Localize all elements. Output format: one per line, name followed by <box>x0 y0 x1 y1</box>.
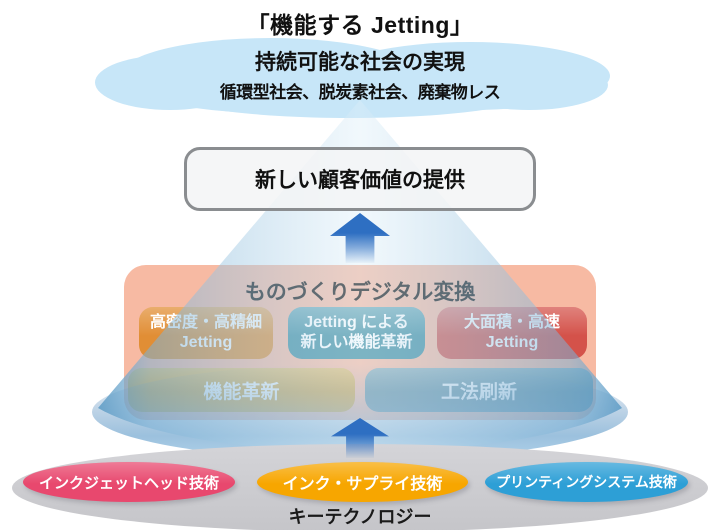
capability-line: 大面積・高速 <box>463 314 560 331</box>
capability-line: 高密度・高精細 <box>149 314 262 331</box>
tech-label: インクジェットヘッド技術 <box>38 474 219 492</box>
cloud-subheading: 循環型社会、脱炭素社会、廃棄物レス <box>219 83 501 102</box>
customer-value-box: 新しい顧客価値の提供 <box>184 147 536 211</box>
diagram-title: 「機能する Jetting」 <box>246 12 474 38</box>
sustainability-cloud: 持続可能な社会の実現 循環型社会、脱炭素社会、廃棄物レス <box>0 0 720 140</box>
digital-transform-panel: ものづくりデジタル変換 高密度・高精細 Jetting Jetting による … <box>124 265 596 420</box>
up-arrow-top-icon <box>330 213 390 263</box>
key-technology-label: キーテクノロジー <box>288 507 432 527</box>
tech-label: インク・サプライ技術 <box>282 476 443 493</box>
digital-transform-title: ものづくりデジタル変換 <box>244 281 476 304</box>
capability-line: 新しい機能革新 <box>300 334 413 351</box>
tech-label: プリンティングシステム技術 <box>496 474 677 490</box>
customer-value-label: 新しい顧客価値の提供 <box>255 169 465 192</box>
capability-line: Jetting による <box>304 314 409 331</box>
capability-box-large-area: 大面積・高速 Jetting <box>437 307 587 359</box>
innovation-box-method: 工法刷新 <box>365 368 593 412</box>
cloud-heading: 持続可能な社会の実現 <box>255 51 465 74</box>
capability-box-new-function: Jetting による 新しい機能革新 <box>288 307 425 359</box>
tech-ellipse-inkjet-head: インクジェットヘッド技術 <box>23 462 235 502</box>
capability-box-high-density: 高密度・高精細 Jetting <box>139 307 273 359</box>
capability-line: Jetting <box>179 334 233 351</box>
innovation-label: 機能革新 <box>203 381 280 403</box>
tech-ellipse-ink-supply: インク・サプライ技術 <box>257 462 468 502</box>
innovation-box-function: 機能革新 <box>128 368 355 412</box>
capability-line: Jetting <box>485 334 539 351</box>
innovation-label: 工法刷新 <box>440 381 517 403</box>
tech-ellipse-printing-system: プリンティングシステム技術 <box>485 462 688 502</box>
